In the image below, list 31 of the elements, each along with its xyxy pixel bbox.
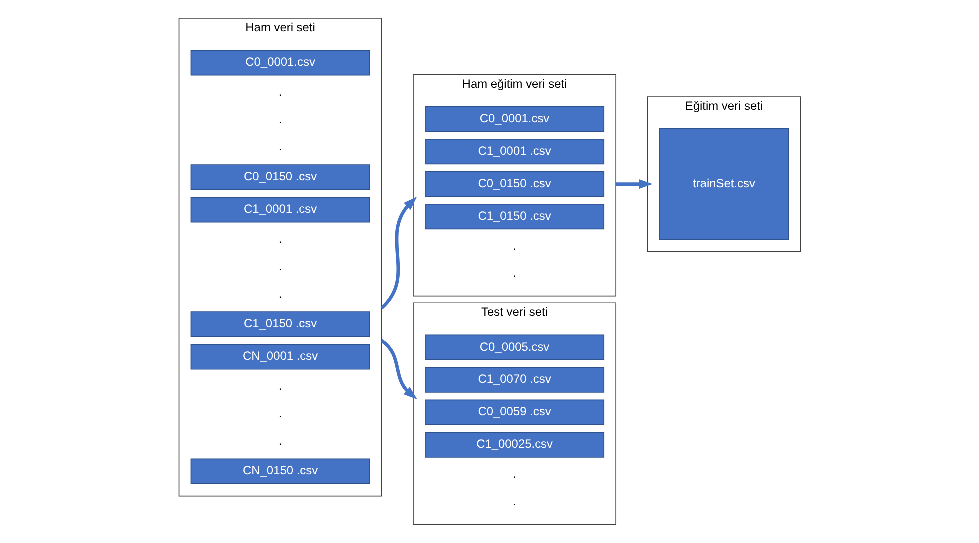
node-box: C0_0001.csv [424, 106, 604, 132]
node-box: CN_0150 .csv [190, 458, 370, 484]
label: . [512, 494, 516, 508]
arrow [616, 180, 652, 190]
label: . [278, 112, 282, 126]
label: . [278, 434, 282, 448]
label: . [278, 406, 282, 420]
node-box: C1_0001 .csv [424, 139, 604, 165]
node-box: C1_0150 .csv [424, 204, 604, 230]
node-box: C1_0150 .csv [190, 312, 370, 338]
node-box: C0_0001.csv [190, 50, 370, 76]
node-box: C1_0070 .csv [424, 367, 604, 393]
label: . [278, 286, 282, 301]
node-box: C0_0150 .csv [424, 171, 604, 198]
label: . [512, 467, 516, 482]
label: . [278, 232, 282, 246]
arrow [380, 339, 417, 400]
label: . [512, 266, 516, 280]
label: . [512, 238, 516, 253]
label: . [278, 379, 282, 394]
node-box: C0_0059 .csv [424, 400, 604, 426]
label: . [278, 140, 282, 154]
node-box: C0_0005.csv [424, 334, 604, 360]
node-box: trainSet.csv [658, 128, 789, 240]
node-box: C1_00025.csv [424, 432, 604, 458]
label: . [278, 259, 282, 274]
node-box: C1_0001 .csv [190, 197, 370, 223]
node-box: C0_0150 .csv [190, 164, 370, 190]
label: . [278, 84, 282, 99]
node-box: CN_0001 .csv [190, 344, 370, 370]
arrow [380, 196, 417, 310]
